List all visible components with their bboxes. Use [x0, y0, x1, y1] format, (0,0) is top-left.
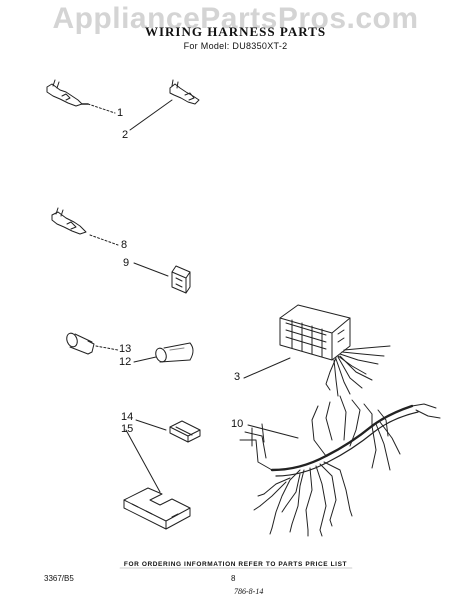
leader-line-9: [133, 262, 169, 277]
part-15-shroud: [123, 487, 191, 530]
callout-10: 10: [231, 418, 244, 430]
document-code: 3367/B5: [44, 574, 74, 583]
leader-line-10: [247, 424, 299, 439]
callout-1: 1: [117, 107, 124, 119]
part-13-sleeve: [66, 332, 95, 355]
callout-8: 8: [121, 239, 128, 251]
page-number: 8: [231, 574, 236, 583]
part-8-terminal: [51, 207, 87, 235]
leader-line-13: [95, 345, 119, 351]
part-12-tube: [155, 342, 194, 363]
leader-line-15: [125, 429, 161, 493]
part-2-terminal: [169, 79, 200, 105]
callout-2: 2: [122, 129, 129, 141]
leader-line-2: [129, 99, 173, 131]
ordering-note: FOR ORDERING INFORMATION REFER TO PARTS …: [123, 561, 348, 568]
callout-15: 15: [121, 423, 134, 435]
part-3-connector-block: [279, 304, 351, 361]
model-subtitle: For Model: DU8350XT-2: [183, 41, 288, 51]
watermark: AppliancePartsPros.com: [52, 2, 419, 35]
part-3-wires: [325, 345, 391, 397]
leader-line-1: [87, 103, 116, 114]
callout-9: 9: [123, 257, 130, 269]
callout-3: 3: [234, 371, 241, 383]
part-1-terminal: [46, 79, 89, 107]
leader-line-12: [133, 356, 157, 363]
part-14-connector: [169, 420, 201, 443]
callout-14: 14: [121, 411, 134, 423]
leader-line-3: [243, 357, 291, 379]
leader-line-8: [89, 234, 119, 246]
handwritten-note: 786-8-14: [234, 587, 264, 596]
callout-13: 13: [119, 343, 132, 355]
diagram-title: WIRING HARNESS PARTS: [144, 24, 327, 39]
part-10-wiring-harness: [239, 395, 441, 537]
part-9-housing: [171, 265, 191, 294]
leader-line-14: [135, 419, 167, 431]
callout-12: 12: [119, 356, 132, 368]
